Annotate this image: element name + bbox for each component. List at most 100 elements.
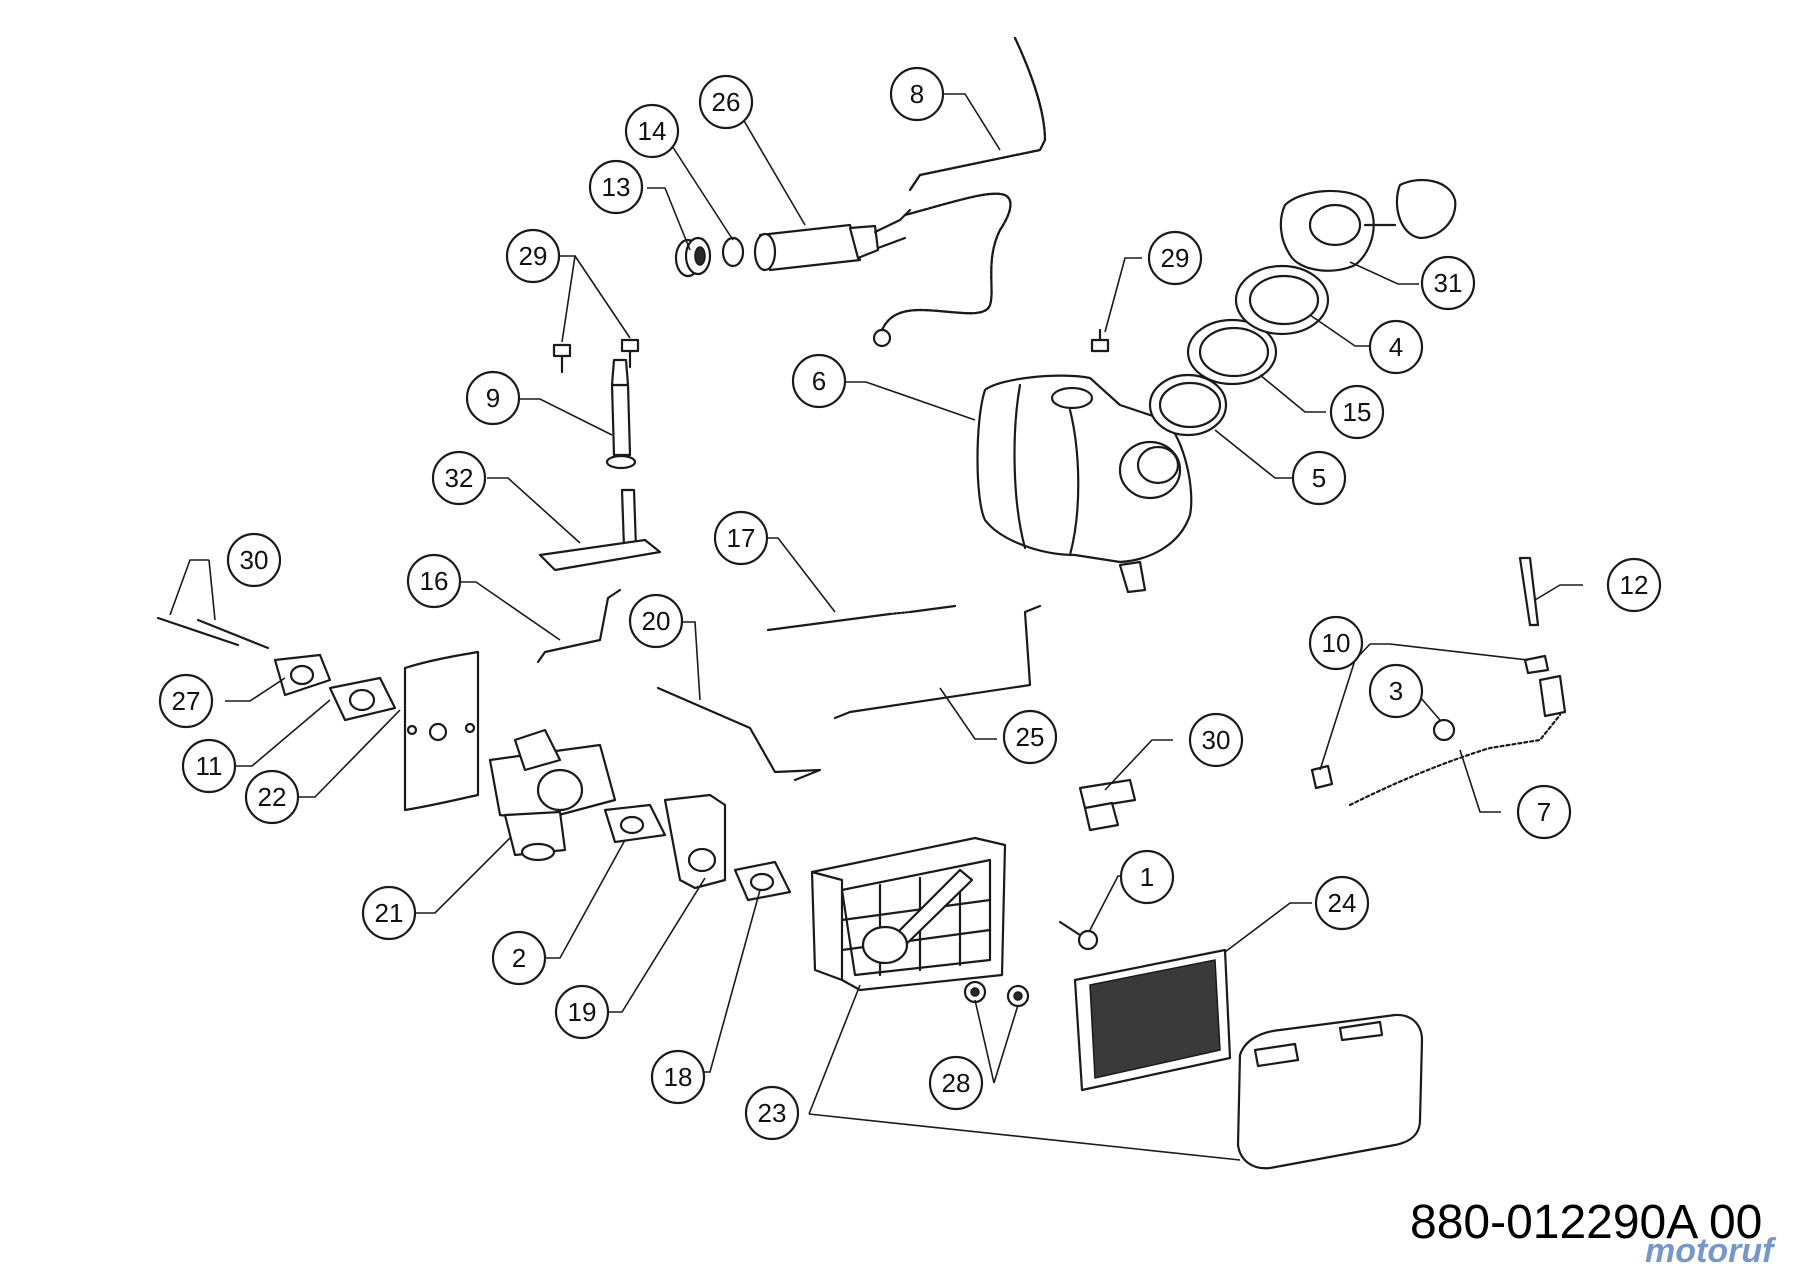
- callout-2: 2: [491, 930, 547, 986]
- svg-text:6: 6: [812, 366, 826, 396]
- callout-29-right: 29: [1147, 230, 1203, 286]
- part-30-studs: [156, 616, 270, 650]
- svg-text:15: 15: [1343, 397, 1372, 427]
- leader-lines: [169, 93, 1583, 1161]
- part-22-heat-shield: [403, 650, 480, 812]
- parts-illustrations: [156, 36, 1567, 1170]
- part-13-grommet: [674, 236, 712, 278]
- callout-14: 14: [624, 103, 680, 159]
- svg-text:29: 29: [1161, 243, 1190, 273]
- callout-6: 6: [791, 353, 847, 409]
- part-27-gasket: [273, 653, 332, 697]
- callout-18: 18: [650, 1049, 706, 1105]
- callout-30: 30: [226, 532, 282, 588]
- part-17-spring-rod: [766, 604, 957, 632]
- part-29-bolt-right: [1090, 328, 1110, 353]
- reference-code: 880-012290A 00: [1410, 1196, 1763, 1249]
- svg-text:10: 10: [1322, 628, 1351, 658]
- part-21-carburetor: [488, 728, 617, 862]
- callout-23: 23: [744, 1085, 800, 1141]
- callout-11: 11: [181, 738, 237, 794]
- part-7-fuel-hose: [1348, 674, 1567, 807]
- callout-7: 7: [1516, 784, 1572, 840]
- callout-12: 12: [1606, 557, 1662, 613]
- part-10-clamps: [1310, 654, 1550, 790]
- part-1-bolt: [1058, 920, 1099, 951]
- svg-text:4: 4: [1389, 332, 1403, 362]
- part-33-bracket: [538, 488, 662, 572]
- svg-text:14: 14: [638, 116, 667, 146]
- callout-26: 26: [698, 74, 754, 130]
- svg-text:12: 12: [1620, 570, 1649, 600]
- svg-text:7: 7: [1537, 797, 1551, 827]
- svg-text:9: 9: [486, 383, 500, 413]
- callout-27: 27: [158, 673, 214, 729]
- svg-text:13: 13: [602, 172, 631, 202]
- callout-22: 22: [244, 769, 300, 825]
- part-18-gasket: [733, 860, 792, 902]
- callout-4: 4: [1368, 319, 1424, 375]
- svg-text:23: 23: [758, 1098, 787, 1128]
- watermark-logo: motoruf: [1645, 1232, 1774, 1270]
- callout-16: 16: [406, 553, 462, 609]
- svg-text:25: 25: [1016, 722, 1045, 752]
- svg-text:19: 19: [568, 997, 597, 1027]
- callout-25: 25: [1002, 709, 1058, 765]
- callout-bubbles: 8 26 14 13 29 29 31 4 15 5 6 9 32 17 16 …: [158, 66, 1662, 1141]
- callout-17: 17: [713, 510, 769, 566]
- svg-text:31: 31: [1434, 268, 1463, 298]
- callout-9: 9: [465, 370, 521, 426]
- callout-31: 30: [1188, 712, 1244, 768]
- part-11-spacer: [328, 676, 397, 722]
- callout-32: 31: [1420, 255, 1476, 311]
- part-23-air-cleaner-cover: [1236, 1013, 1424, 1170]
- part-16-link-rod: [536, 588, 622, 664]
- callout-29-left: 29: [505, 228, 561, 284]
- part-15-washer: [1186, 318, 1278, 386]
- svg-text:26: 26: [712, 87, 741, 117]
- part-5-seal: [1148, 373, 1228, 437]
- svg-text:1: 1: [1140, 862, 1154, 892]
- svg-text:30: 30: [240, 545, 269, 575]
- part-14-cap: [721, 236, 745, 268]
- svg-text:16: 16: [420, 566, 449, 596]
- svg-text:18: 18: [664, 1062, 693, 1092]
- part-32-fuel-cap: [1279, 178, 1457, 272]
- part-28-nuts: [963, 980, 1030, 1008]
- svg-text:24: 24: [1328, 888, 1357, 918]
- part-25-long-rod: [833, 604, 1042, 720]
- svg-text:21: 21: [375, 898, 404, 928]
- part-23-air-cleaner-base: [810, 836, 1007, 992]
- part-3-clamp: [1432, 718, 1456, 742]
- callout-3: 3: [1368, 663, 1424, 719]
- part-19-bracket: [663, 793, 727, 890]
- callout-1: 1: [1119, 849, 1175, 905]
- part-6-fuel-tank: [976, 374, 1193, 594]
- svg-text:28: 28: [942, 1068, 971, 1098]
- svg-text:11: 11: [196, 751, 223, 781]
- callout-8: 8: [889, 66, 945, 122]
- callout-20: 20: [628, 593, 684, 649]
- svg-text:8: 8: [910, 79, 924, 109]
- svg-text:30: 30: [1202, 725, 1231, 755]
- callout-13: 13: [588, 159, 644, 215]
- part-20-rod: [656, 686, 822, 782]
- callout-5: 5: [1291, 450, 1347, 506]
- callout-24: 24: [1314, 875, 1370, 931]
- part-31-fitting: [1078, 778, 1137, 832]
- callout-10: 10: [1308, 615, 1364, 671]
- svg-text:3: 3: [1389, 676, 1403, 706]
- part-9-shaft: [605, 358, 637, 470]
- part-29-bolts-left: [552, 338, 640, 374]
- callout-21: 21: [361, 885, 417, 941]
- svg-text:2: 2: [512, 943, 526, 973]
- callout-15: 15: [1329, 384, 1385, 440]
- part-12-screw: [1518, 556, 1540, 627]
- svg-text:22: 22: [258, 782, 287, 812]
- part-2-gasket: [603, 803, 667, 844]
- svg-text:29: 29: [519, 241, 548, 271]
- callout-19: 19: [554, 984, 610, 1040]
- svg-text:32: 32: [445, 463, 474, 493]
- svg-text:17: 17: [727, 523, 756, 553]
